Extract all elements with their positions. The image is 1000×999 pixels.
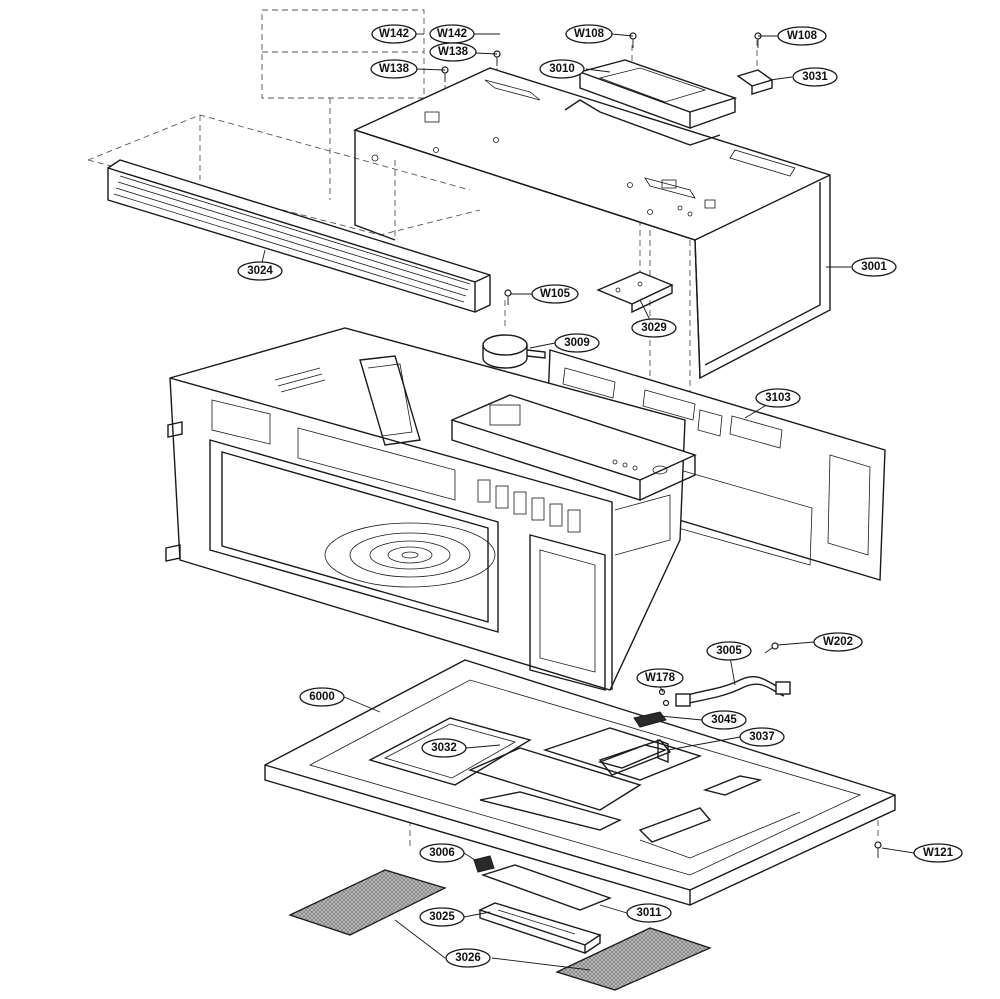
clip-3006 bbox=[473, 855, 495, 873]
svg-text:3005: 3005 bbox=[716, 645, 742, 657]
callout-w105: W105 bbox=[531, 284, 579, 304]
callout-w138-upper: W138 bbox=[429, 42, 477, 62]
screw-icon bbox=[629, 32, 637, 48]
callout-3005: 3005 bbox=[706, 641, 752, 661]
callout-3029: 3029 bbox=[631, 318, 677, 338]
grease-filter-3026-left bbox=[288, 869, 447, 936]
callout-3006: 3006 bbox=[419, 843, 465, 863]
plate-3011 bbox=[480, 864, 613, 911]
dashed-reference-box bbox=[261, 9, 425, 99]
screw-icon bbox=[441, 66, 449, 82]
screw-icon bbox=[493, 50, 501, 66]
svg-text:3103: 3103 bbox=[765, 392, 791, 404]
svg-text:6000: 6000 bbox=[309, 691, 335, 703]
bracket-3037 bbox=[597, 738, 669, 769]
svg-text:3026: 3026 bbox=[455, 952, 481, 964]
callout-w138-lower: W138 bbox=[370, 59, 418, 79]
svg-text:3029: 3029 bbox=[641, 322, 667, 334]
callout-w108-right: W108 bbox=[777, 26, 827, 46]
grease-filter-3026-right bbox=[555, 927, 712, 991]
callout-3025: 3025 bbox=[419, 907, 465, 927]
callout-3103: 3103 bbox=[755, 388, 801, 408]
callout-w108-left: W108 bbox=[565, 24, 613, 44]
callout-w202: W202 bbox=[813, 632, 863, 652]
screw-icon bbox=[658, 688, 670, 707]
svg-text:3045: 3045 bbox=[711, 714, 737, 726]
plate-3029 bbox=[596, 271, 674, 314]
svg-text:W105: W105 bbox=[540, 288, 571, 300]
callout-3032: 3032 bbox=[421, 738, 467, 758]
outer-cabinet-3001 bbox=[353, 67, 831, 380]
screw-icon bbox=[754, 32, 762, 48]
callout-w121: W121 bbox=[913, 843, 963, 863]
svg-text:3031: 3031 bbox=[802, 71, 828, 83]
callout-3001: 3001 bbox=[851, 257, 897, 277]
svg-text:3011: 3011 bbox=[637, 907, 663, 919]
callout-w142-right: W142 bbox=[429, 24, 475, 44]
callout-w178: W178 bbox=[636, 668, 684, 688]
svg-text:3001: 3001 bbox=[861, 261, 887, 273]
svg-text:3006: 3006 bbox=[429, 847, 455, 859]
callout-w142-left: W142 bbox=[371, 24, 417, 44]
svg-text:W108: W108 bbox=[574, 28, 605, 40]
callout-3009: 3009 bbox=[554, 333, 600, 353]
front-trim-bar-3024 bbox=[107, 159, 491, 313]
bracket-3031 bbox=[736, 69, 774, 95]
svg-text:3024: 3024 bbox=[247, 265, 273, 277]
callout-3010: 3010 bbox=[539, 59, 585, 79]
vent-bracket-3010 bbox=[564, 59, 738, 146]
svg-text:W138: W138 bbox=[438, 46, 469, 58]
callout-3024: 3024 bbox=[237, 261, 283, 281]
filter-frame-3025 bbox=[478, 902, 602, 954]
svg-text:W178: W178 bbox=[645, 672, 676, 684]
screw-icon bbox=[764, 642, 779, 654]
callout-3031: 3031 bbox=[792, 67, 838, 87]
base-plate-6000 bbox=[264, 659, 896, 906]
screw-icon bbox=[874, 841, 882, 858]
svg-text:3037: 3037 bbox=[749, 731, 775, 743]
callout-3045: 3045 bbox=[701, 710, 747, 730]
svg-text:W121: W121 bbox=[923, 847, 954, 859]
svg-text:W142: W142 bbox=[437, 28, 467, 40]
svg-text:3032: 3032 bbox=[431, 742, 457, 754]
svg-text:W108: W108 bbox=[787, 30, 818, 42]
callout-3037: 3037 bbox=[739, 727, 785, 747]
motor-3009 bbox=[482, 334, 546, 369]
svg-text:W142: W142 bbox=[379, 28, 409, 40]
svg-text:3010: 3010 bbox=[549, 63, 575, 75]
svg-text:W138: W138 bbox=[379, 63, 410, 75]
callout-3026: 3026 bbox=[445, 948, 491, 968]
svg-text:3025: 3025 bbox=[429, 911, 455, 923]
callout-3011: 3011 bbox=[626, 903, 672, 923]
screws bbox=[441, 32, 882, 858]
svg-text:3009: 3009 bbox=[564, 337, 590, 349]
harness-3005 bbox=[675, 675, 791, 707]
screw-icon bbox=[504, 289, 512, 305]
connector-3045 bbox=[633, 711, 667, 728]
svg-text:W202: W202 bbox=[823, 636, 853, 648]
callout-6000: 6000 bbox=[299, 687, 345, 707]
control-unit bbox=[450, 394, 697, 501]
